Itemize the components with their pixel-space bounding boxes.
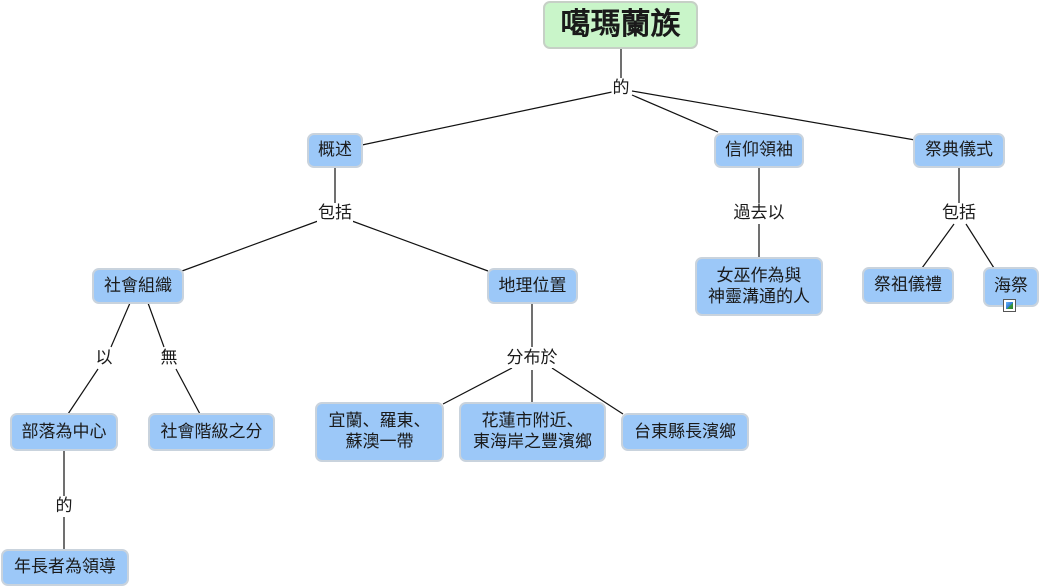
- concept-nuwu[interactable]: 女巫作為與 神靈溝通的人: [695, 257, 823, 316]
- concept-shehui-zuzhi[interactable]: 社會組織: [92, 268, 184, 304]
- link-label-fenbuyu: 分布於: [505, 348, 559, 368]
- concept-buluo-zhongxin[interactable]: 部落為中心: [10, 413, 118, 451]
- connector-line: [442, 367, 513, 405]
- link-label-baokuo-right: 包括: [941, 203, 977, 223]
- link-label-de-bottom: 的: [54, 496, 74, 516]
- connector-line: [965, 223, 995, 269]
- connector-line: [631, 90, 916, 141]
- link-label-yi: 以: [94, 348, 114, 368]
- link-label-guoquyi: 過去以: [732, 203, 786, 223]
- link-label-baokuo-left: 包括: [317, 203, 353, 223]
- concept-shehui-jieji[interactable]: 社會階級之分: [148, 413, 275, 451]
- connector-line: [631, 94, 719, 133]
- connector-line: [361, 91, 613, 146]
- connector-line: [110, 302, 131, 348]
- connector-line: [67, 368, 99, 415]
- connector-line: [181, 220, 319, 272]
- connector-line: [921, 223, 955, 269]
- concept-dili-weizhi[interactable]: 地理位置: [487, 268, 578, 304]
- concept-nianzhang[interactable]: 年長者為領導: [1, 549, 129, 586]
- concept-haiji[interactable]: 海祭: [983, 267, 1039, 307]
- concept-xinyang-lingxiu[interactable]: 信仰領袖: [714, 133, 804, 168]
- concept-yilan-luodong[interactable]: 宜蘭、羅東、 蘇澳一帶: [315, 402, 444, 462]
- concept-hualian[interactable]: 花蓮市附近、 東海岸之豐濱鄉: [459, 402, 606, 462]
- connector-line: [175, 368, 201, 415]
- connector-line: [147, 302, 165, 348]
- link-label-wu: 無: [159, 348, 179, 368]
- image-attachment-icon[interactable]: [1003, 299, 1016, 312]
- concept-jidian-yishi[interactable]: 祭典儀式: [913, 133, 1005, 168]
- link-label-de-top: 的: [611, 78, 631, 98]
- connector-line: [551, 367, 624, 415]
- concept-taidong[interactable]: 台東縣長濱鄉: [621, 413, 749, 451]
- connector-line: [351, 220, 489, 272]
- root-concept[interactable]: 噶瑪蘭族: [543, 1, 698, 49]
- concept-gaishu[interactable]: 概述: [307, 133, 363, 168]
- concept-jizu-yili[interactable]: 祭祖儀禮: [862, 267, 954, 304]
